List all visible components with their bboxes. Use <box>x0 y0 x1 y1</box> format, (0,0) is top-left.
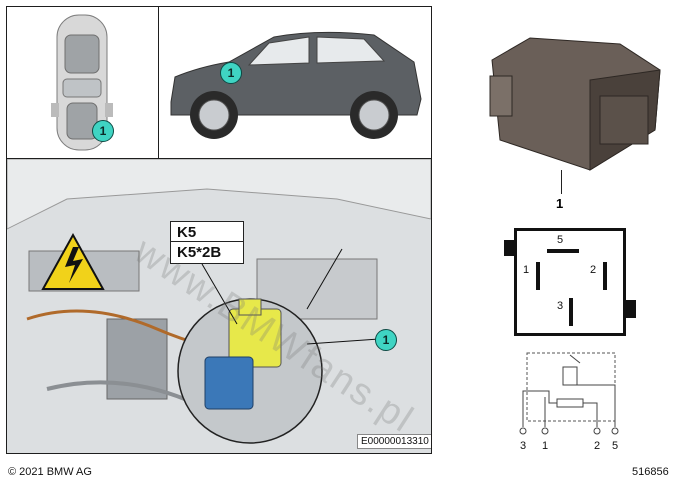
pin-5-bar <box>547 249 579 253</box>
relay-circuit-schematic <box>519 352 619 435</box>
callout-engine-bay: 1 <box>375 329 397 351</box>
pin-layout-tab-right <box>624 300 636 318</box>
pin-3-label: 3 <box>557 300 564 312</box>
circuit-pin-2: 2 <box>594 440 601 452</box>
callout-side-view: 1 <box>220 62 242 84</box>
engine-bay-code: E00000013310 <box>357 434 431 449</box>
circuit-pin-5: 5 <box>612 440 619 452</box>
pin-2-bar <box>603 262 607 290</box>
part-pointer-line <box>561 170 562 194</box>
callout-top-view: 1 <box>92 120 114 142</box>
car-side-view-panel <box>159 7 431 159</box>
pin-1-bar <box>536 262 540 290</box>
relay-label-k5-2b: K5*2B <box>170 241 244 264</box>
engine-bay-illustration <box>7 159 431 453</box>
car-top-view-panel <box>7 7 159 159</box>
pin-1-label: 1 <box>523 264 530 276</box>
pin-layout-tab-left <box>504 240 516 256</box>
pin-layout-diagram <box>514 228 626 336</box>
car-side-view-illustration <box>170 31 422 139</box>
car-top-view-illustration <box>51 14 113 151</box>
part-number-label: 1 <box>556 196 564 211</box>
circuit-pin-3: 3 <box>520 440 527 452</box>
pin-3-bar <box>569 298 573 326</box>
circuit-pin-1: 1 <box>542 440 549 452</box>
pin-5-label: 5 <box>557 234 564 246</box>
engine-bay-panel <box>7 159 431 453</box>
copyright-text: © 2021 BMW AG <box>8 466 92 478</box>
pin-2-label: 2 <box>590 264 597 276</box>
main-diagram-frame: 1 1 <box>6 6 432 454</box>
image-id: 516856 <box>632 466 669 478</box>
relay-part-illustration <box>489 37 661 171</box>
